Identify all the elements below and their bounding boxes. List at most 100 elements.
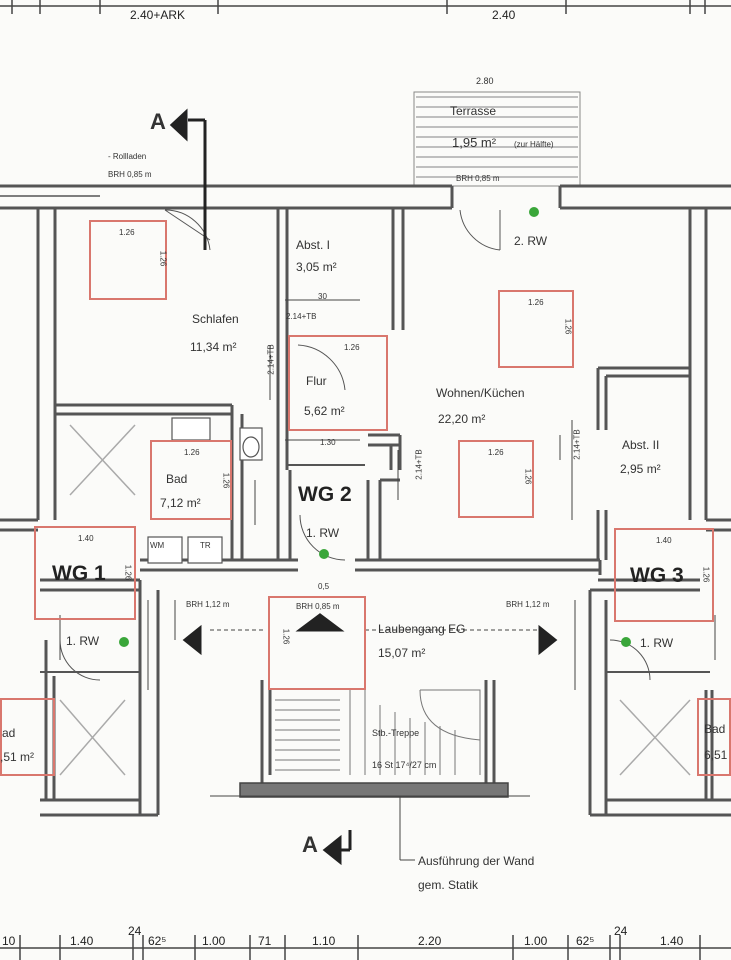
bottom-dim-5: 1.00 — [202, 934, 226, 948]
top-dim-right: 2.40 — [492, 8, 516, 22]
window-width: 1.26 — [119, 228, 135, 237]
window-wg1: 1.40 1.26 — [34, 526, 136, 620]
terrasse-area: 1,95 m² — [452, 135, 497, 150]
dim-flur: 1.30 — [320, 438, 336, 447]
window-width: 1.40 — [656, 536, 672, 545]
bottom-dim-2: 1.40 — [70, 934, 94, 948]
bottom-dim-8: 2.20 — [418, 934, 442, 948]
bad-name: Bad — [166, 472, 188, 486]
bottom-dim-10: 62⁵ — [576, 934, 595, 948]
bottom-dim-4: 62⁵ — [148, 934, 167, 948]
bad-left-name: ad — [2, 726, 16, 740]
flur-area: 5,62 m² — [304, 404, 345, 418]
abst2-area: 2,95 m² — [620, 462, 661, 476]
abst1-area: 3,05 m² — [296, 260, 337, 274]
brh-right: BRH 1,12 m — [506, 600, 550, 609]
stair-spec: 16 St 17⁴/27 cm — [372, 760, 437, 770]
section-markers — [169, 108, 558, 866]
bottom-dim-1: 10 — [2, 934, 16, 948]
plant-icon — [528, 206, 540, 218]
dim-abst1-door: 2.14+TB — [286, 312, 317, 321]
wohnen-area: 22,20 m² — [438, 412, 486, 426]
bottom-dimension-line — [0, 935, 731, 960]
shower-crosses — [59, 424, 691, 776]
terrasse-width: 2.80 — [476, 76, 494, 86]
dim-wg2-door: 0,5 — [318, 582, 330, 591]
unit-wg2: WG 2 — [298, 483, 352, 506]
abst2-name: Abst. II — [622, 438, 660, 452]
section-label-top: A — [150, 109, 166, 134]
dim-schlafen-door: 2.14+TB — [266, 344, 276, 375]
window-height: 1.26 — [221, 472, 231, 489]
window-width: 1.26 — [184, 448, 200, 457]
bottom-dim-3: 24 — [128, 924, 142, 938]
abst1-name: Abst. I — [296, 238, 331, 252]
plant-icon — [620, 636, 632, 648]
window-bad: 1.26 1.26 — [150, 440, 232, 520]
window-height: 1.26 — [281, 628, 291, 645]
bottom-dim-11: 24 — [614, 924, 628, 938]
plant-icon — [118, 636, 130, 648]
window-wohnen-2: 1.26 1.26 — [458, 440, 534, 518]
wall-note: Ausführung der Wand — [418, 854, 535, 868]
terrasse-note: (zur Hälfte) — [514, 140, 554, 149]
unit-wg3: WG 3 — [630, 564, 684, 587]
window-height: 1.26 — [701, 566, 711, 583]
dim-wohnen-door: 2.14+TB — [414, 449, 424, 480]
plant-icon — [318, 548, 330, 560]
terrasse-hatch — [416, 96, 578, 178]
laubengang-name: Laubengang EG — [378, 622, 466, 636]
window-width: 1.26 — [528, 298, 544, 307]
terrasse-name: Terrasse — [450, 104, 497, 118]
window-flur: 1.26 — [288, 335, 388, 431]
schlafen-area: 11,34 m² — [190, 340, 237, 354]
window-width: 1.26 — [344, 343, 360, 352]
flur-name: Flur — [306, 374, 327, 388]
window-width: 1.40 — [78, 534, 94, 543]
top-dimension-line — [0, 0, 731, 14]
top-dim-left: 2.40+ARK — [130, 8, 186, 22]
unit-wg1: WG 1 — [52, 562, 106, 585]
rw-wg2: 1. RW — [306, 526, 340, 540]
washer-label: WM — [150, 541, 165, 550]
dim-ticks — [59, 299, 716, 861]
window-wohnen-1: 1.26 1.26 — [498, 290, 574, 368]
stair-treads — [275, 689, 481, 775]
window-height: 1.26 — [123, 564, 133, 581]
rw-top: 2. RW — [514, 234, 548, 248]
laubengang-area: 15,07 m² — [378, 646, 426, 660]
section-label-bottom: A — [302, 832, 318, 857]
doors — [59, 209, 651, 681]
dim-abst2-door: 2.14+TB — [572, 429, 582, 460]
bad-right-area: 6,51 — [704, 748, 728, 762]
brh-wg2: BRH 0,85 m — [296, 602, 340, 611]
dim-abst1-top: 30 — [318, 292, 327, 301]
brh-terrasse: BRH 0,85 m — [456, 174, 500, 183]
window-bad-right — [697, 698, 731, 776]
rw-wg3: 1. RW — [640, 636, 674, 650]
window-height: 1.26 — [563, 318, 573, 335]
bad-right-name: Bad — [704, 722, 726, 736]
bottom-dim-9: 1.00 — [524, 934, 548, 948]
schlafen-name: Schlafen — [192, 312, 239, 326]
rw-wg1: 1. RW — [66, 634, 100, 648]
window-schlafen: 1.26 1.26 — [89, 220, 167, 300]
wohnen-name: Wohnen/Küchen — [436, 386, 525, 400]
dryer-label: TR — [200, 541, 211, 550]
bottom-dim-6: 71 — [258, 934, 272, 948]
bad-left-area: ,51 m² — [0, 750, 35, 764]
window-width: 1.26 — [488, 448, 504, 457]
bad-area: 7,12 m² — [160, 496, 201, 510]
brh-left: BRH 1,12 m — [186, 600, 230, 609]
stair-name: Stb.-Treppe — [372, 728, 420, 738]
brh-top: BRH 0,85 m — [108, 170, 152, 179]
window-height: 1.26 — [523, 468, 533, 485]
window-wg3: 1.40 1.26 — [614, 528, 714, 622]
south-slab — [239, 782, 509, 798]
rollladen-note: - Rollladen — [108, 152, 147, 161]
window-height: 1.26 — [158, 250, 168, 267]
wall-note-2: gem. Statik — [418, 878, 479, 892]
bottom-dim-12: 1.40 — [660, 934, 684, 948]
